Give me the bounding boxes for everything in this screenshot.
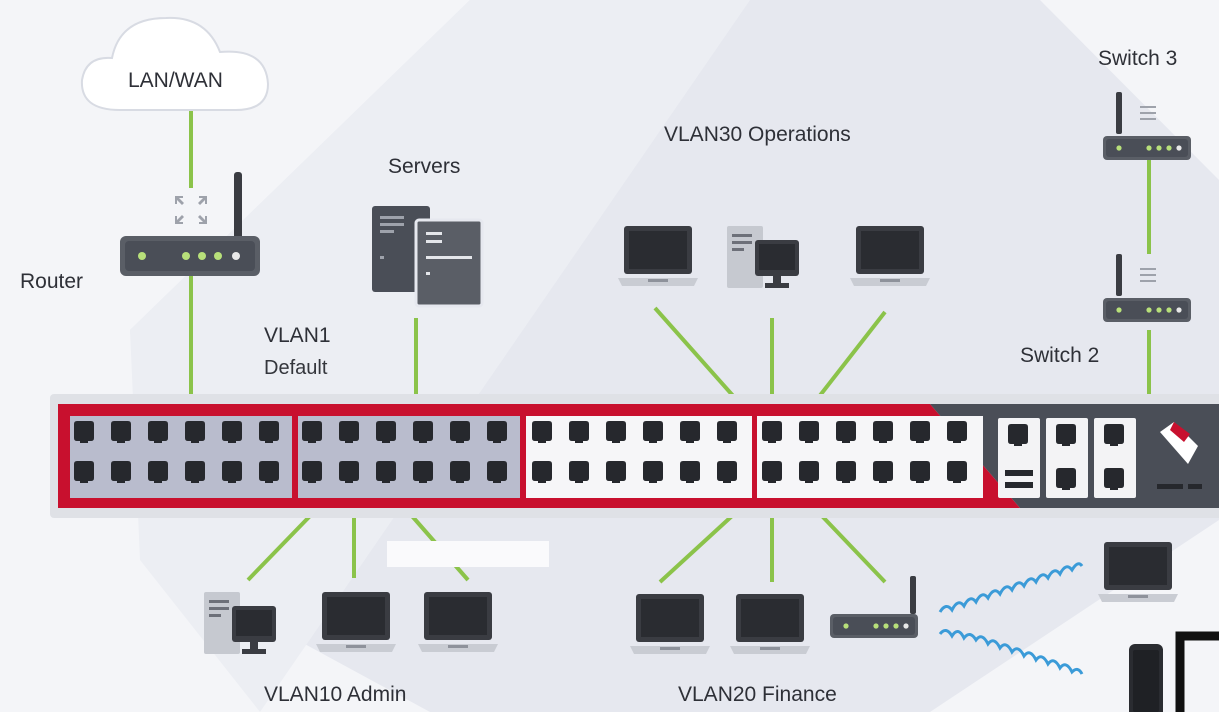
switch-port: [680, 421, 700, 443]
switch-port: [606, 461, 626, 483]
switch-port: [413, 421, 433, 443]
switch-port: [569, 461, 589, 483]
switch-port: [413, 461, 433, 483]
vlan1-label: VLAN1: [264, 324, 331, 347]
switch-port: [111, 421, 131, 443]
switch-port: [376, 421, 396, 443]
switch-port: [302, 461, 322, 483]
switch-port: [762, 421, 782, 443]
switch-port: [259, 421, 279, 443]
access-point-icon: [830, 576, 918, 638]
cloud-icon: [80, 16, 270, 111]
switch-port: [643, 461, 663, 483]
switch-port: [569, 421, 589, 443]
switch-port: [873, 421, 893, 443]
wifi-wave-icon: [938, 562, 1084, 675]
switch-port: [643, 421, 663, 443]
switch-port: [111, 461, 131, 483]
lan-wan-label: LAN/WAN: [128, 69, 223, 92]
background-hexagon-shade: [130, 0, 750, 712]
switch-port: [222, 461, 242, 483]
switch-port: [799, 421, 819, 443]
switch2-label: Switch 2: [1020, 344, 1100, 367]
switch-port: [717, 461, 737, 483]
switch-port: [910, 421, 930, 443]
brand-logo-icon: [1160, 422, 1198, 464]
switch-port: [836, 421, 856, 443]
switch-port: [376, 461, 396, 483]
vlan20-label: VLAN20 Finance: [678, 683, 837, 706]
switch-port: [799, 461, 819, 483]
switch-port: [222, 421, 242, 443]
switch-port: [74, 461, 94, 483]
network-links: [189, 110, 1151, 584]
switch-port: [532, 421, 552, 443]
switch-port: [487, 461, 507, 483]
switch-port: [873, 461, 893, 483]
switch-port: [339, 461, 359, 483]
switch-port: [606, 421, 626, 443]
switch-port: [302, 421, 322, 443]
switch-port: [450, 461, 470, 483]
switch-port: [74, 421, 94, 443]
vlan30-label: VLAN30 Operations: [664, 123, 851, 146]
switch-port: [762, 461, 782, 483]
vlan10-label: VLAN10 Admin: [264, 683, 407, 706]
switch-port: [680, 461, 700, 483]
label-placeholder: [387, 541, 549, 567]
corner-frame: [1175, 631, 1219, 712]
switch-port: [947, 461, 967, 483]
switch-port: [836, 461, 856, 483]
switch-port: [185, 421, 205, 443]
phone-icon: [1129, 644, 1163, 712]
switch-port: [259, 461, 279, 483]
switch3-label: Switch 3: [1098, 47, 1178, 70]
main-switch: [50, 394, 1219, 518]
server-icon: [372, 206, 484, 308]
switch-port: [910, 461, 930, 483]
router-label: Router: [20, 270, 84, 293]
switch-port: [717, 421, 737, 443]
vlan1-sub-label: Default: [264, 357, 328, 379]
laptop-icon: [1098, 542, 1178, 602]
switch-port: [148, 461, 168, 483]
switch-port: [947, 421, 967, 443]
switch-port: [532, 461, 552, 483]
router-icon: [120, 172, 260, 276]
switch-port: [450, 421, 470, 443]
switch-port: [148, 421, 168, 443]
switch-port: [487, 421, 507, 443]
switch-3-icon: [1103, 92, 1191, 160]
servers-label: Servers: [388, 155, 461, 178]
switch-2-icon: [1103, 254, 1191, 322]
switch-port: [339, 421, 359, 443]
switch-port: [185, 461, 205, 483]
